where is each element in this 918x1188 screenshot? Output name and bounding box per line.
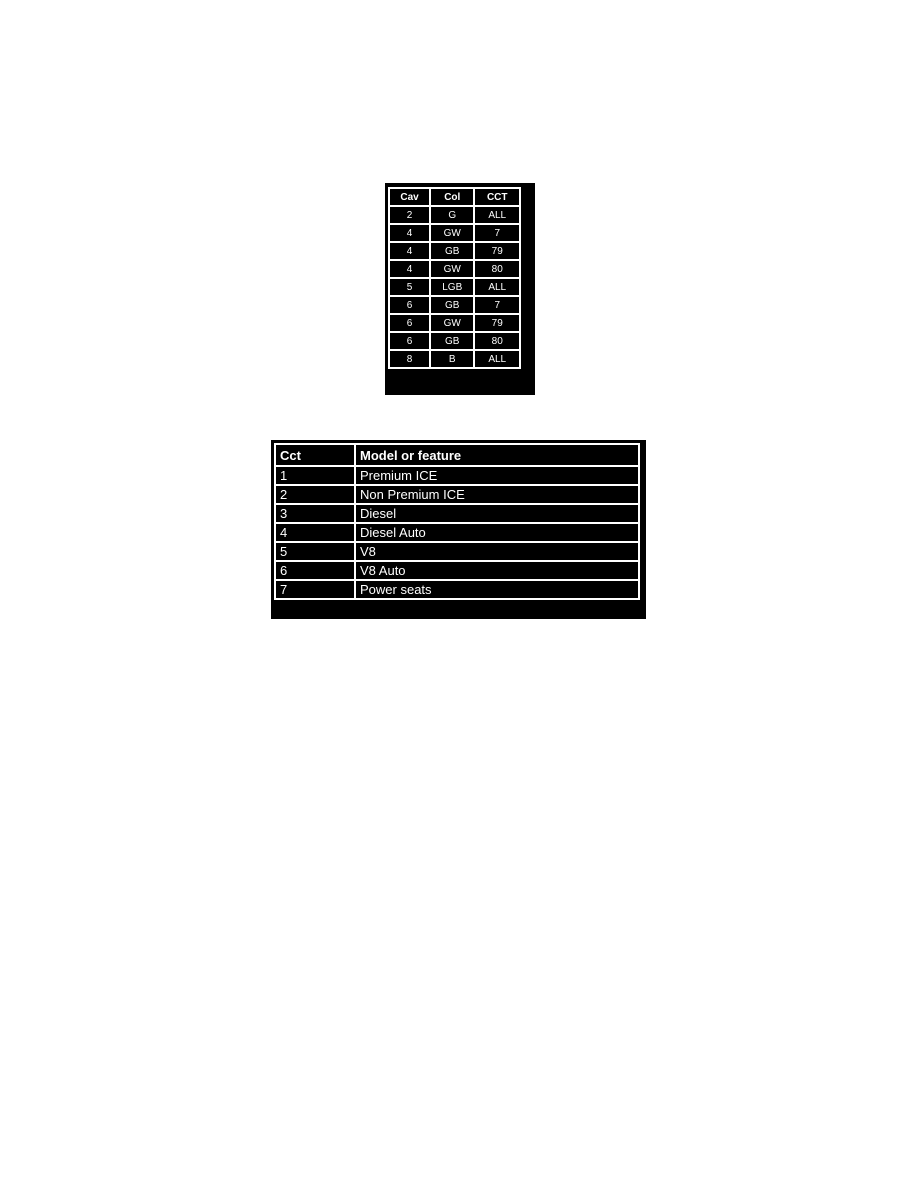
cell-col: GW — [429, 223, 476, 243]
cell-cct: ALL — [473, 349, 521, 369]
cell-cct: ALL — [473, 277, 521, 297]
table-header-row: Cav Col CCT — [387, 187, 521, 207]
cell-col: GW — [429, 313, 476, 333]
cell-cav: 6 — [387, 313, 432, 333]
cell-model-or-feature: V8 Auto — [354, 560, 640, 581]
cell-model-or-feature: Non Premium ICE — [354, 484, 640, 505]
cell-model-or-feature: V8 — [354, 541, 640, 562]
header-cct: CCT — [473, 187, 521, 207]
cell-col: B — [429, 349, 476, 369]
cell-col: G — [429, 205, 476, 225]
cell-col: GW — [429, 259, 476, 279]
header-cct: Cct — [274, 443, 356, 467]
cell-model-or-feature: Premium ICE — [354, 465, 640, 486]
cell-cct: 79 — [473, 313, 521, 333]
cell-col: GB — [429, 331, 476, 351]
header-cav: Cav — [387, 187, 432, 207]
cell-cct: 4 — [274, 522, 356, 543]
cell-cav: 4 — [387, 223, 432, 243]
header-model-or-feature: Model or feature — [354, 443, 640, 467]
header-col: Col — [429, 187, 476, 207]
cell-cct: 1 — [274, 465, 356, 486]
cell-col: LGB — [429, 277, 476, 297]
cell-cct: 80 — [473, 259, 521, 279]
cell-cct: 3 — [274, 503, 356, 524]
cell-cct: 5 — [274, 541, 356, 562]
cell-cct: 80 — [473, 331, 521, 351]
cell-model-or-feature: Power seats — [354, 579, 640, 600]
cell-cav: 6 — [387, 295, 432, 315]
cell-cav: 4 — [387, 259, 432, 279]
cell-model-or-feature: Diesel Auto — [354, 522, 640, 543]
cell-model-or-feature: Diesel — [354, 503, 640, 524]
cell-cct: 79 — [473, 241, 521, 261]
cell-cct: 7 — [274, 579, 356, 600]
cell-cav: 4 — [387, 241, 432, 261]
cell-cct: 6 — [274, 560, 356, 581]
cell-cav: 6 — [387, 331, 432, 351]
cell-cct: 7 — [473, 295, 521, 315]
cell-cct: ALL — [473, 205, 521, 225]
cell-cav: 5 — [387, 277, 432, 297]
cell-col: GB — [429, 241, 476, 261]
cell-col: GB — [429, 295, 476, 315]
cell-cav: 8 — [387, 349, 432, 369]
cell-cav: 2 — [387, 205, 432, 225]
cell-cct: 2 — [274, 484, 356, 505]
table-header-row: Cct Model or feature — [274, 443, 640, 467]
cell-cct: 7 — [473, 223, 521, 243]
